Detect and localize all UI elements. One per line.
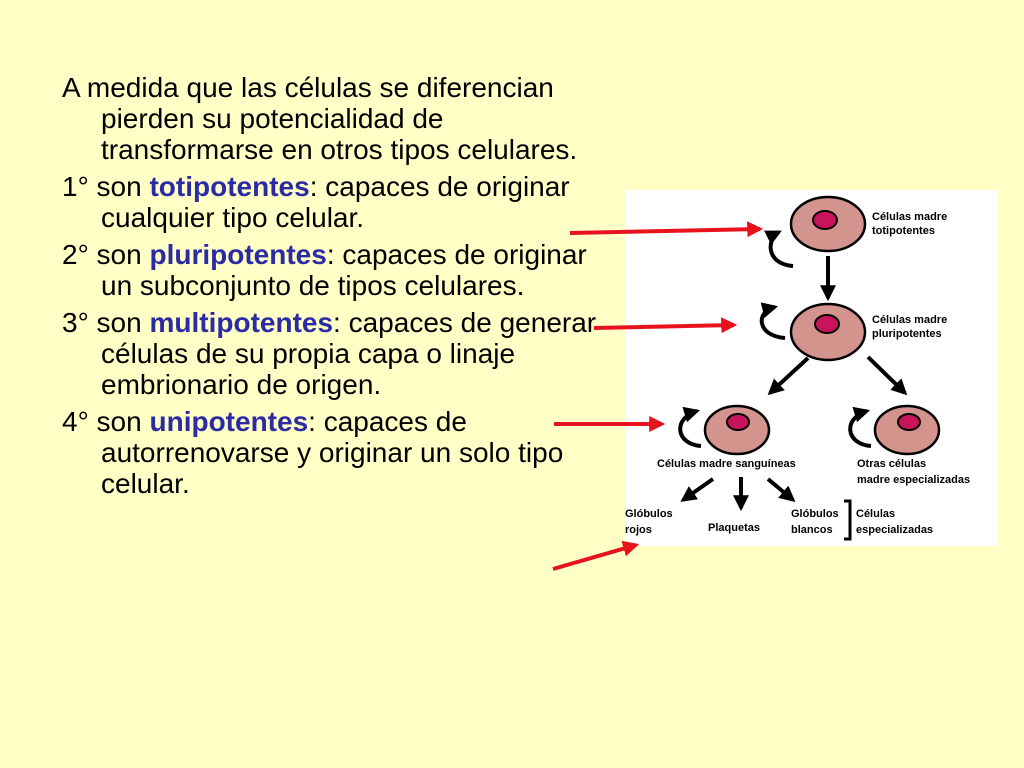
arrow-to-blancos-icon	[766, 477, 796, 503]
cell-nucleus	[814, 314, 840, 334]
cell-nucleus	[897, 413, 921, 431]
down-left-arrow-icon	[767, 356, 810, 396]
specialized-stem-cell	[873, 404, 941, 456]
label-otras-1: Otras células	[857, 458, 926, 470]
pointer-arrow-totipotentes-icon	[569, 221, 764, 238]
label-globulos-blancos-1: Glóbulos	[791, 508, 839, 520]
pointer-arrow-pluripotentes-icon	[593, 317, 738, 334]
label-plaquetas: Plaquetas	[708, 522, 760, 534]
item-suffix: : capaces de originar un subconjunto de …	[101, 239, 587, 301]
cell-nucleus	[726, 413, 750, 431]
self-renew-arrow-icon	[763, 230, 794, 268]
self-renew-arrow-icon	[848, 406, 872, 448]
item-prefix: 3° son	[62, 307, 150, 338]
pluripotent-cell	[789, 302, 867, 362]
label-globulos-rojos-1: Glóbulos	[625, 508, 673, 520]
stem-cell-diagram-svg: Células madre totipotentes Células madre…	[625, 195, 970, 541]
term-unipotentes: unipotentes	[149, 406, 309, 437]
label-globulos-blancos-2: blancos	[791, 524, 833, 536]
item-prefix: 1° son	[62, 171, 150, 202]
bracket-icon	[844, 499, 852, 541]
item-suffix: : capaces de autorrenovarse y originar u…	[101, 406, 564, 499]
totipotent-cell	[789, 195, 867, 253]
self-renew-arrow-icon	[678, 406, 702, 448]
arrow-to-rojos-icon	[680, 477, 715, 502]
item-unipotentes: 4° son unipotentes: capaces de autorreno…	[62, 406, 602, 499]
item-suffix: : capaces de generar células de su propi…	[101, 307, 597, 400]
label-globulos-rojos-2: rojos	[625, 524, 652, 536]
item-multipotentes: 3° son multipotentes: capaces de generar…	[62, 307, 602, 400]
self-renew-arrow-icon	[759, 302, 786, 340]
term-multipotentes: multipotentes	[149, 307, 334, 338]
stem-cell-diagram: Células madre totipotentes Células madre…	[625, 190, 997, 546]
text-block: A medida que las células se diferencian …	[62, 72, 602, 505]
intro-paragraph: A medida que las células se diferencian …	[62, 72, 602, 165]
label-otras-2: madre especializadas	[857, 474, 970, 486]
item-pluripotentes: 2° son pluripotentes: capaces de origina…	[62, 239, 602, 301]
label-pluripotentes-2: pluripotentes	[872, 328, 942, 340]
label-celulas-especializadas-2: especializadas	[856, 524, 933, 536]
intro-text: A medida que las células se diferencian …	[62, 72, 578, 165]
term-totipotentes: totipotentes	[149, 171, 310, 202]
item-totipotentes: 1° son totipotentes: capaces de originar…	[62, 171, 602, 233]
item-prefix: 2° son	[62, 239, 150, 270]
item-suffix: : capaces de originar cualquier tipo cel…	[101, 171, 570, 233]
cell-nucleus	[812, 210, 838, 230]
item-prefix: 4° son	[62, 406, 150, 437]
pointer-arrow-unipotentes-icon	[552, 540, 640, 571]
down-right-arrow-icon	[866, 355, 908, 396]
label-sanguineas: Células madre sanguíneas	[657, 458, 796, 470]
label-pluripotentes-1: Células madre	[872, 314, 947, 326]
blood-stem-cell	[703, 404, 771, 456]
label-totipotentes-2: totipotentes	[872, 225, 935, 237]
label-totipotentes-1: Células madre	[872, 211, 947, 223]
term-pluripotentes: pluripotentes	[149, 239, 327, 270]
label-celulas-especializadas-1: Células	[856, 508, 895, 520]
